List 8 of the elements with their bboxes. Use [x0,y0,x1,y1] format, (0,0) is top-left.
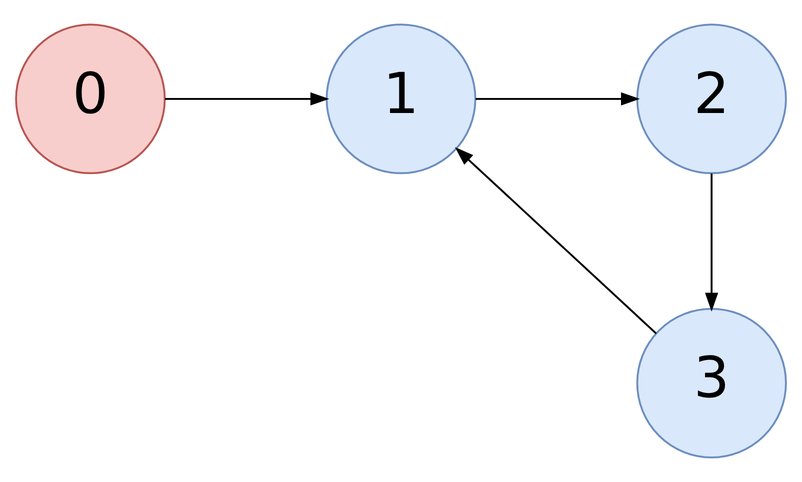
arrow [476,92,640,106]
arrow [165,92,330,106]
node-circle: 2 [636,24,787,174]
node-circle: 1 [326,24,476,174]
node-circle: 0 [15,24,166,174]
arrow [454,147,657,334]
arrow [705,173,718,312]
node-circle: 3 [636,308,787,458]
